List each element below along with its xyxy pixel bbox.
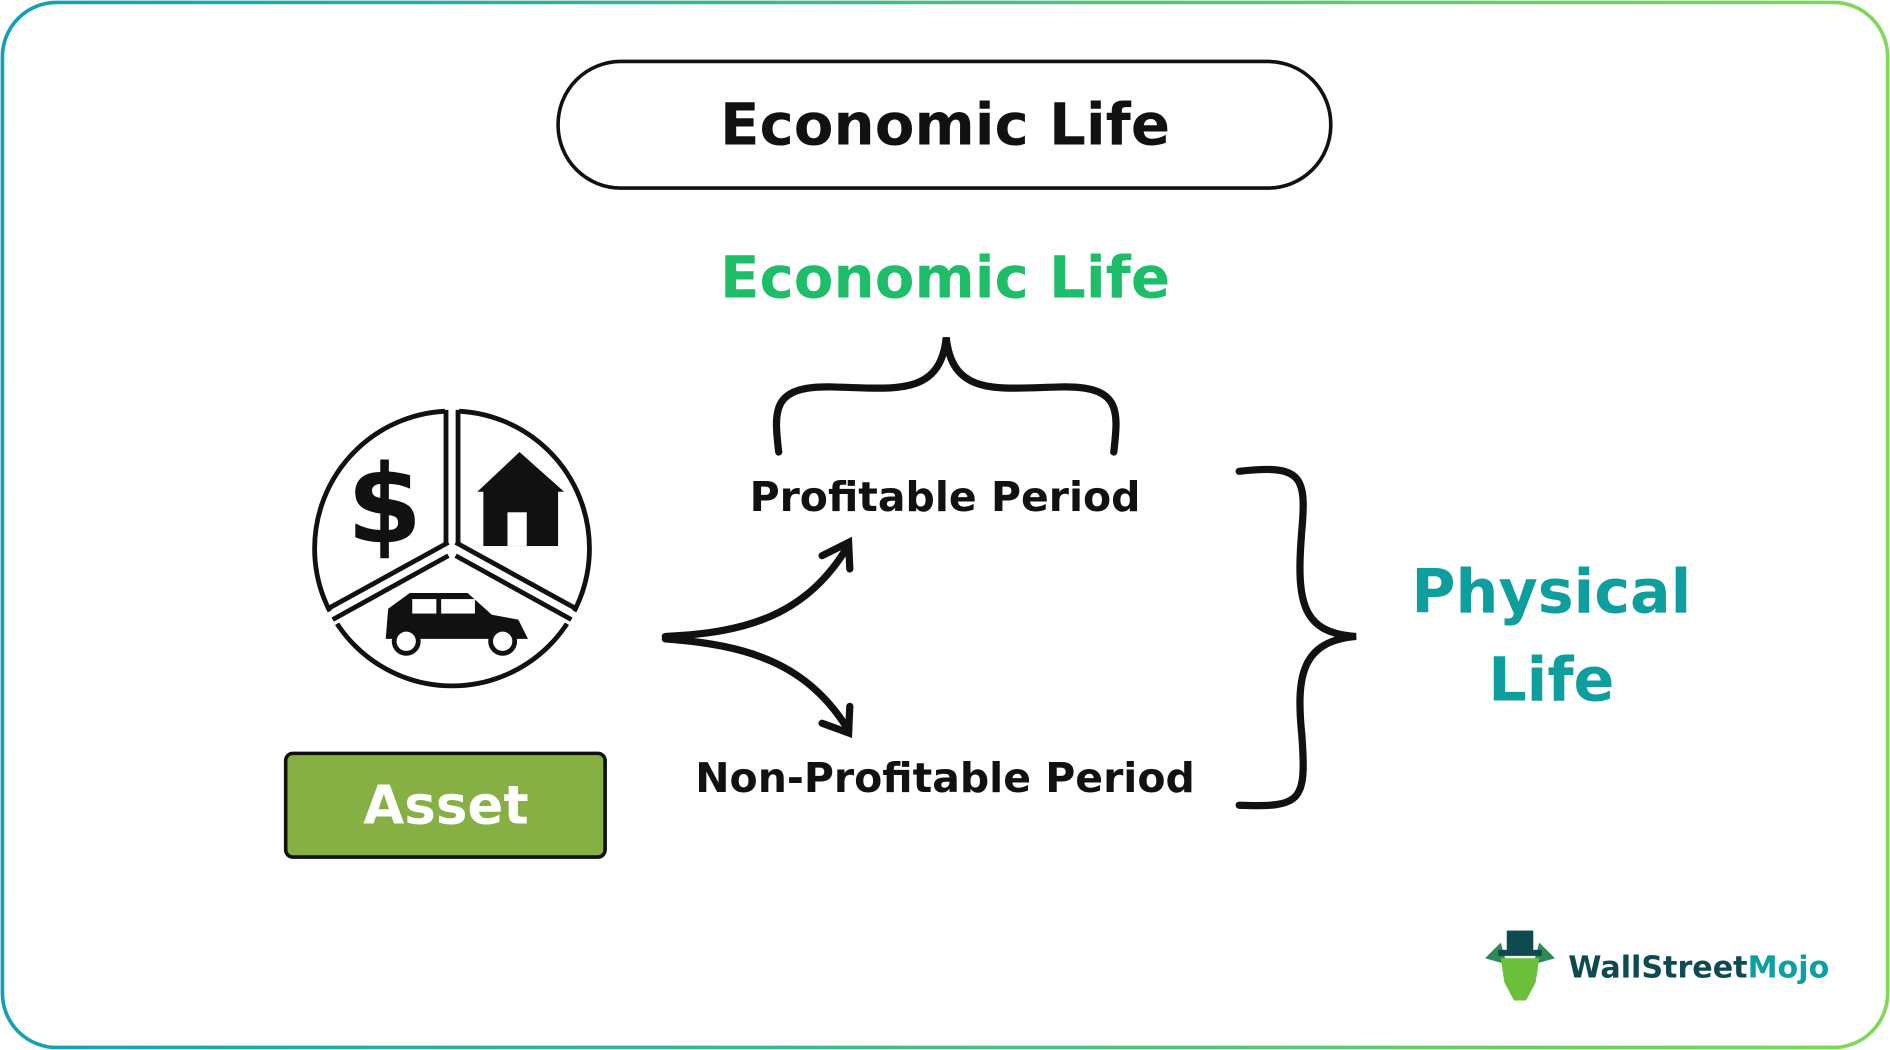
physical-life-line2: Life [1488, 645, 1614, 715]
top-brace-icon [772, 337, 1120, 456]
car-icon [385, 593, 528, 656]
split-arrows-icon [661, 536, 854, 738]
physical-life-line1: Physical [1411, 557, 1691, 627]
asset-pie-icon: $ [312, 403, 592, 689]
asset-box [283, 751, 607, 859]
economic-life-label: Economic Life [720, 244, 1170, 312]
dollar-icon: $ [347, 441, 422, 568]
asset-label: Asset [363, 774, 528, 836]
logo-text-wallstreet: WallStreet [1568, 951, 1747, 986]
svg-text:WallStreetMojo: WallStreetMojo [1568, 951, 1829, 986]
wallstreetmojo-logo: WallStreetMojo [1485, 930, 1829, 1001]
page-title: Economic Life [720, 91, 1170, 159]
title-box [556, 59, 1333, 190]
house-icon [477, 452, 565, 547]
right-brace-icon [1235, 465, 1357, 810]
non-profitable-period-label: Non-Profitable Period [695, 754, 1195, 802]
logo-text-mojo: Mojo [1748, 951, 1830, 986]
profitable-period-label: Profitable Period [750, 473, 1141, 521]
